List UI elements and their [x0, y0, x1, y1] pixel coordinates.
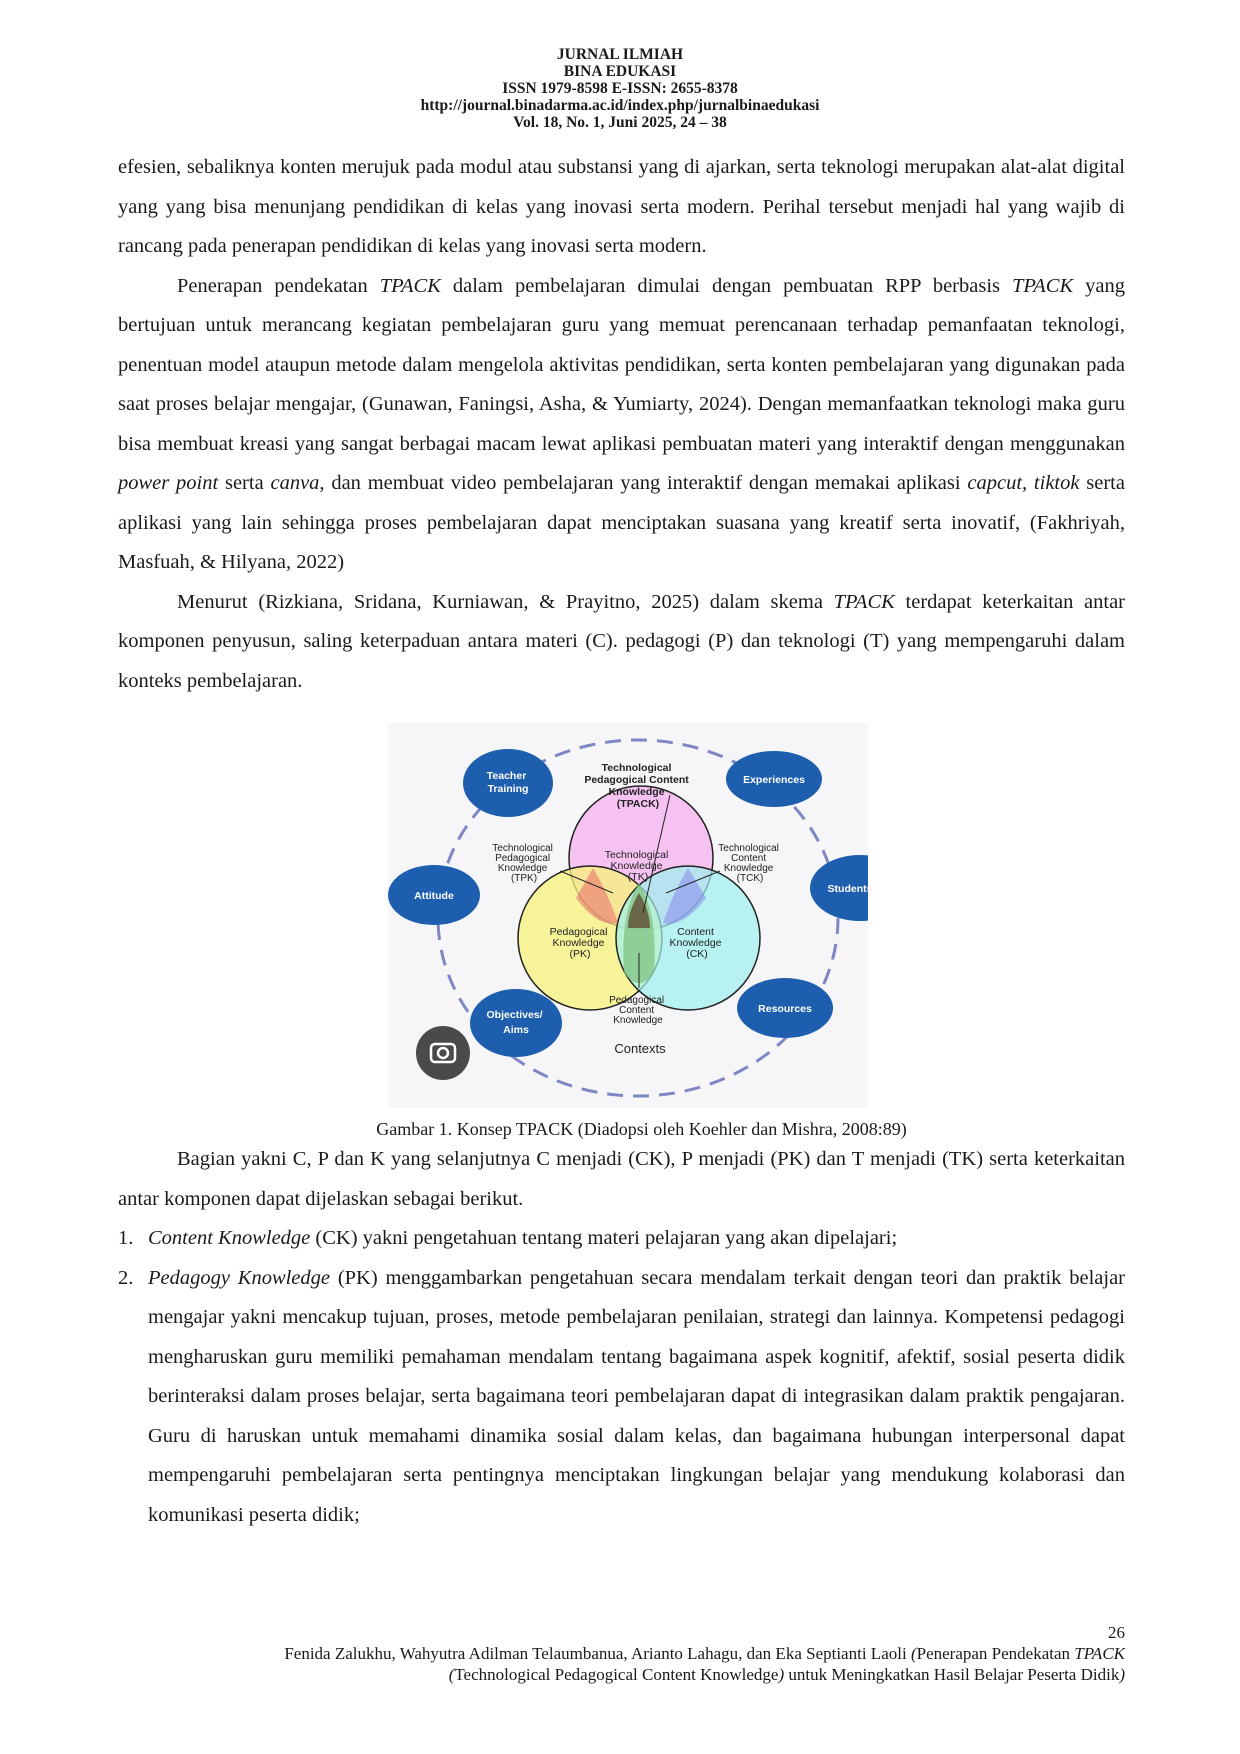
pck-label: Pedagogical Content Knowledge: [609, 995, 667, 1026]
paragraph-1: efesien, sebaliknya konten merujuk pada …: [118, 156, 1125, 257]
svg-text:Experiences: Experiences: [743, 774, 805, 786]
page-footer: 26 Fenida Zalukhu, Wahyutra Adilman Tela…: [125, 1622, 1125, 1685]
list-item: 1.Content Knowledge (CK) yakni pengetahu…: [118, 1227, 898, 1249]
teacher-training-bubble: Teacher Training: [463, 749, 553, 817]
journal-name: BINA EDUKASI: [563, 63, 677, 80]
paragraph-3: Menurut (Rizkiana, Sridana, Kurniawan, &…: [118, 590, 1126, 692]
list-item: 2.Pedagogy Knowledge (PK) menggambarkan …: [118, 1266, 1125, 1526]
journal-volume: Vol. 18, No. 1, Juni 2025, 24 – 38: [513, 114, 727, 131]
figure-caption: Gambar 1. Konsep TPACK (Diadopsi oleh Ko…: [376, 1119, 907, 1139]
svg-text:Students: Students: [828, 883, 868, 895]
tpk-label: Technological Pedagogical Knowledge (TPK…: [492, 843, 555, 884]
ck-label: Content Knowledge (CK): [670, 926, 725, 960]
image-search-button[interactable]: [416, 1026, 470, 1080]
paragraph-2: Penerapan pendekatan TPACK dalam pembela…: [118, 274, 1126, 574]
journal-header: JURNAL ILMIAH BINA EDUKASI ISSN 1979-859…: [0, 46, 1240, 131]
pk-label: Pedagogical Knowledge (PK): [550, 926, 611, 960]
tpack-figure: Technological Pedagogical Content Knowle…: [118, 723, 1125, 1108]
svg-text:Objectives/ Aims: Objectives/ Aims: [487, 1009, 546, 1036]
footer-citation-2: (Technological Pedagogical Content Knowl…: [448, 1665, 1125, 1684]
objectives-bubble: Objectives/ Aims: [470, 989, 562, 1057]
svg-text:Resources: Resources: [758, 1003, 812, 1015]
contexts-label: Contexts: [614, 1041, 666, 1056]
tpack-diagram: Technological Pedagogical Content Knowle…: [388, 723, 868, 1108]
journal-url[interactable]: http://journal.binadarma.ac.id/index.php…: [420, 97, 820, 114]
journal-label: JURNAL ILMIAH: [556, 46, 684, 63]
tck-label: Technological Content Knowledge (TCK): [718, 843, 781, 884]
experiences-bubble: Experiences: [726, 751, 822, 807]
svg-text:Teacher Training: Teacher Training: [487, 770, 529, 795]
paragraph-4: Bagian yakni C, P dan K yang selanjutnya…: [118, 1148, 1125, 1210]
component-list: 1.Content Knowledge (CK) yakni pengetahu…: [118, 1219, 1125, 1535]
context-ring: [436, 738, 840, 1098]
attitude-bubble: Attitude: [388, 865, 480, 925]
tpack-label: Technological Pedagogical Content Knowle…: [584, 762, 691, 810]
svg-text:Attitude: Attitude: [414, 890, 454, 902]
footer-citation: Fenida Zalukhu, Wahyutra Adilman Telaumb…: [284, 1644, 1125, 1663]
article-body: efesien, sebaliknya konten merujuk pada …: [118, 148, 1125, 1535]
students-bubble: Students: [810, 855, 868, 921]
page-number: 26: [1108, 1623, 1125, 1642]
resources-bubble: Resources: [737, 978, 833, 1038]
tk-label: Technological Knowledge (TK): [605, 849, 672, 883]
journal-issn: ISSN 1979-8598 E-ISSN: 2655-8378: [502, 80, 738, 97]
